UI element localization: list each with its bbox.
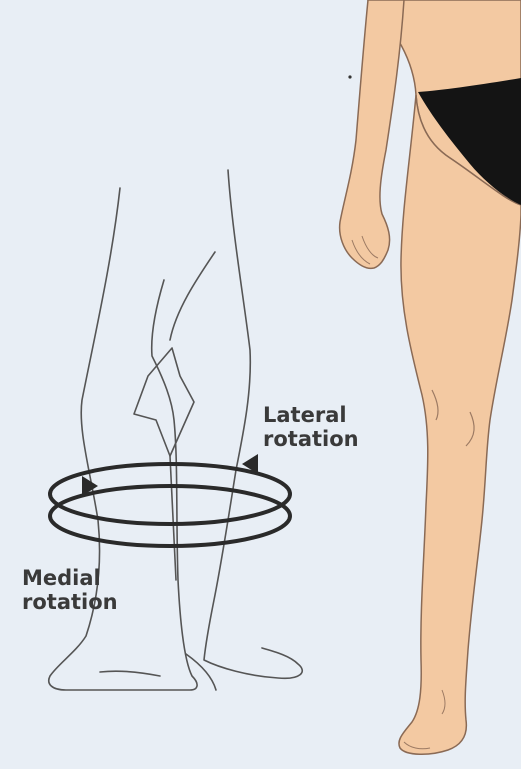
knee-diamond — [134, 348, 194, 456]
medial-label-line1: Medial — [22, 566, 118, 590]
medial-rotation-label: Medial rotation — [22, 566, 118, 614]
arm — [340, 0, 404, 268]
lateral-label-line2: rotation — [263, 427, 359, 451]
lateral-label-line1: Lateral — [263, 403, 359, 427]
medial-label-line2: rotation — [22, 590, 118, 614]
lateral-rotation-label: Lateral rotation — [263, 403, 359, 451]
right-leg-inner — [170, 252, 215, 340]
human-figure — [340, 0, 521, 754]
rotation-rings — [50, 464, 290, 546]
left-leg-outline — [49, 188, 197, 690]
